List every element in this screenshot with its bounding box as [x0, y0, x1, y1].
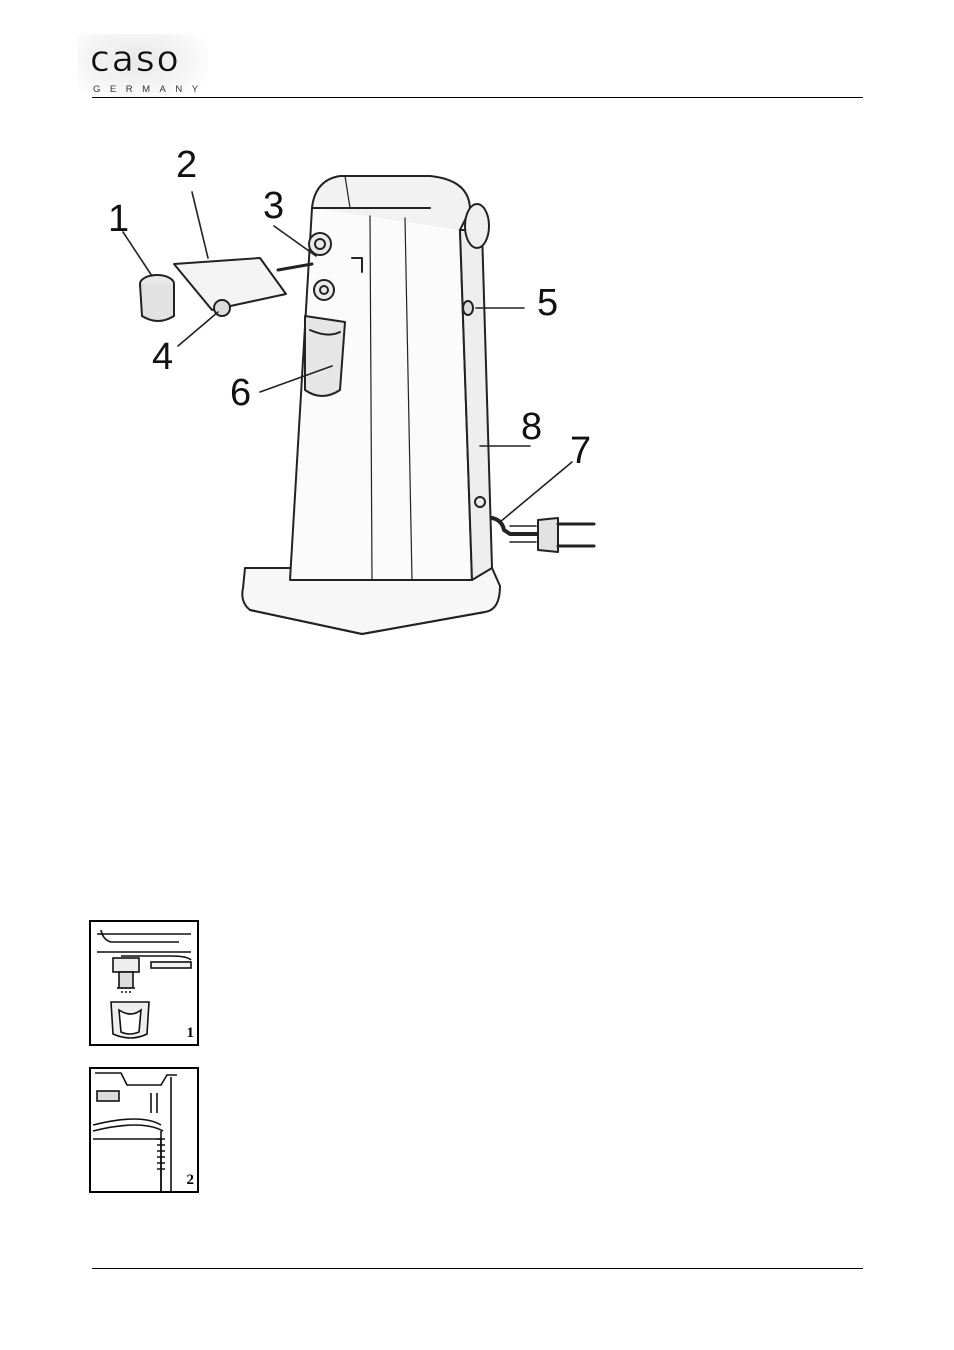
callout-4: 4	[152, 338, 173, 376]
callout-5: 5	[537, 284, 558, 322]
callout-3: 3	[263, 187, 284, 225]
callout-7: 7	[570, 432, 591, 470]
step-illustration-1: 1	[89, 920, 199, 1046]
step-number-1: 1	[187, 1025, 195, 1042]
callout-1: 1	[108, 200, 129, 238]
caso-logo: caso GERMANY	[78, 34, 208, 100]
can-opener-illustration	[100, 140, 620, 650]
logo-wordmark: caso	[90, 42, 181, 78]
header-rule	[92, 97, 863, 98]
logo-subtitle: GERMANY	[93, 84, 208, 95]
step-2-drawing	[91, 1069, 197, 1191]
footer-rule	[92, 1268, 863, 1269]
callout-8: 8	[521, 408, 542, 446]
callout-6: 6	[230, 374, 251, 412]
callout-2: 2	[176, 146, 197, 184]
step-1-drawing	[91, 922, 197, 1044]
step-illustration-2: 2	[89, 1067, 199, 1193]
step-number-2: 2	[187, 1172, 195, 1189]
